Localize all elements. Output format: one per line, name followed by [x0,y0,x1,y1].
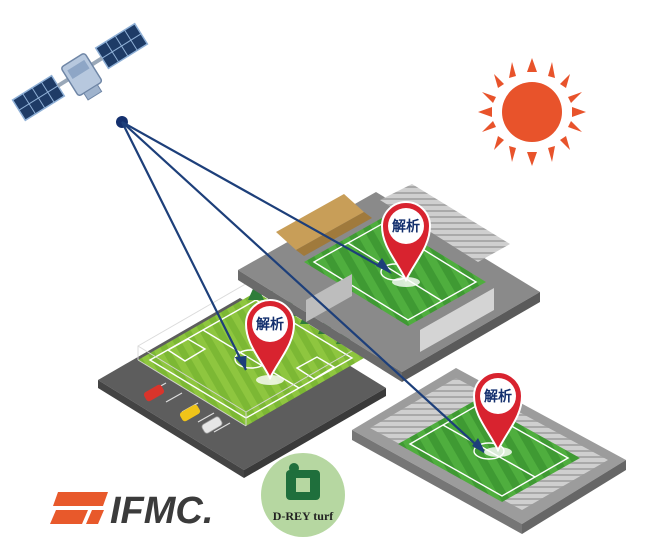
pin-label: 解析 [484,388,512,405]
sun-icon [478,58,586,166]
drey-turf-logo: D-REY turf [261,453,345,537]
pin-label: 解析 [392,218,420,235]
satellite-icon [12,22,156,134]
pin-label: 解析 [256,316,284,333]
ifmc-logo-text: IFMC. [110,490,213,532]
drey-logo-text: D-REY turf [273,509,335,523]
ifmc-logo: IFMC. [50,490,213,532]
